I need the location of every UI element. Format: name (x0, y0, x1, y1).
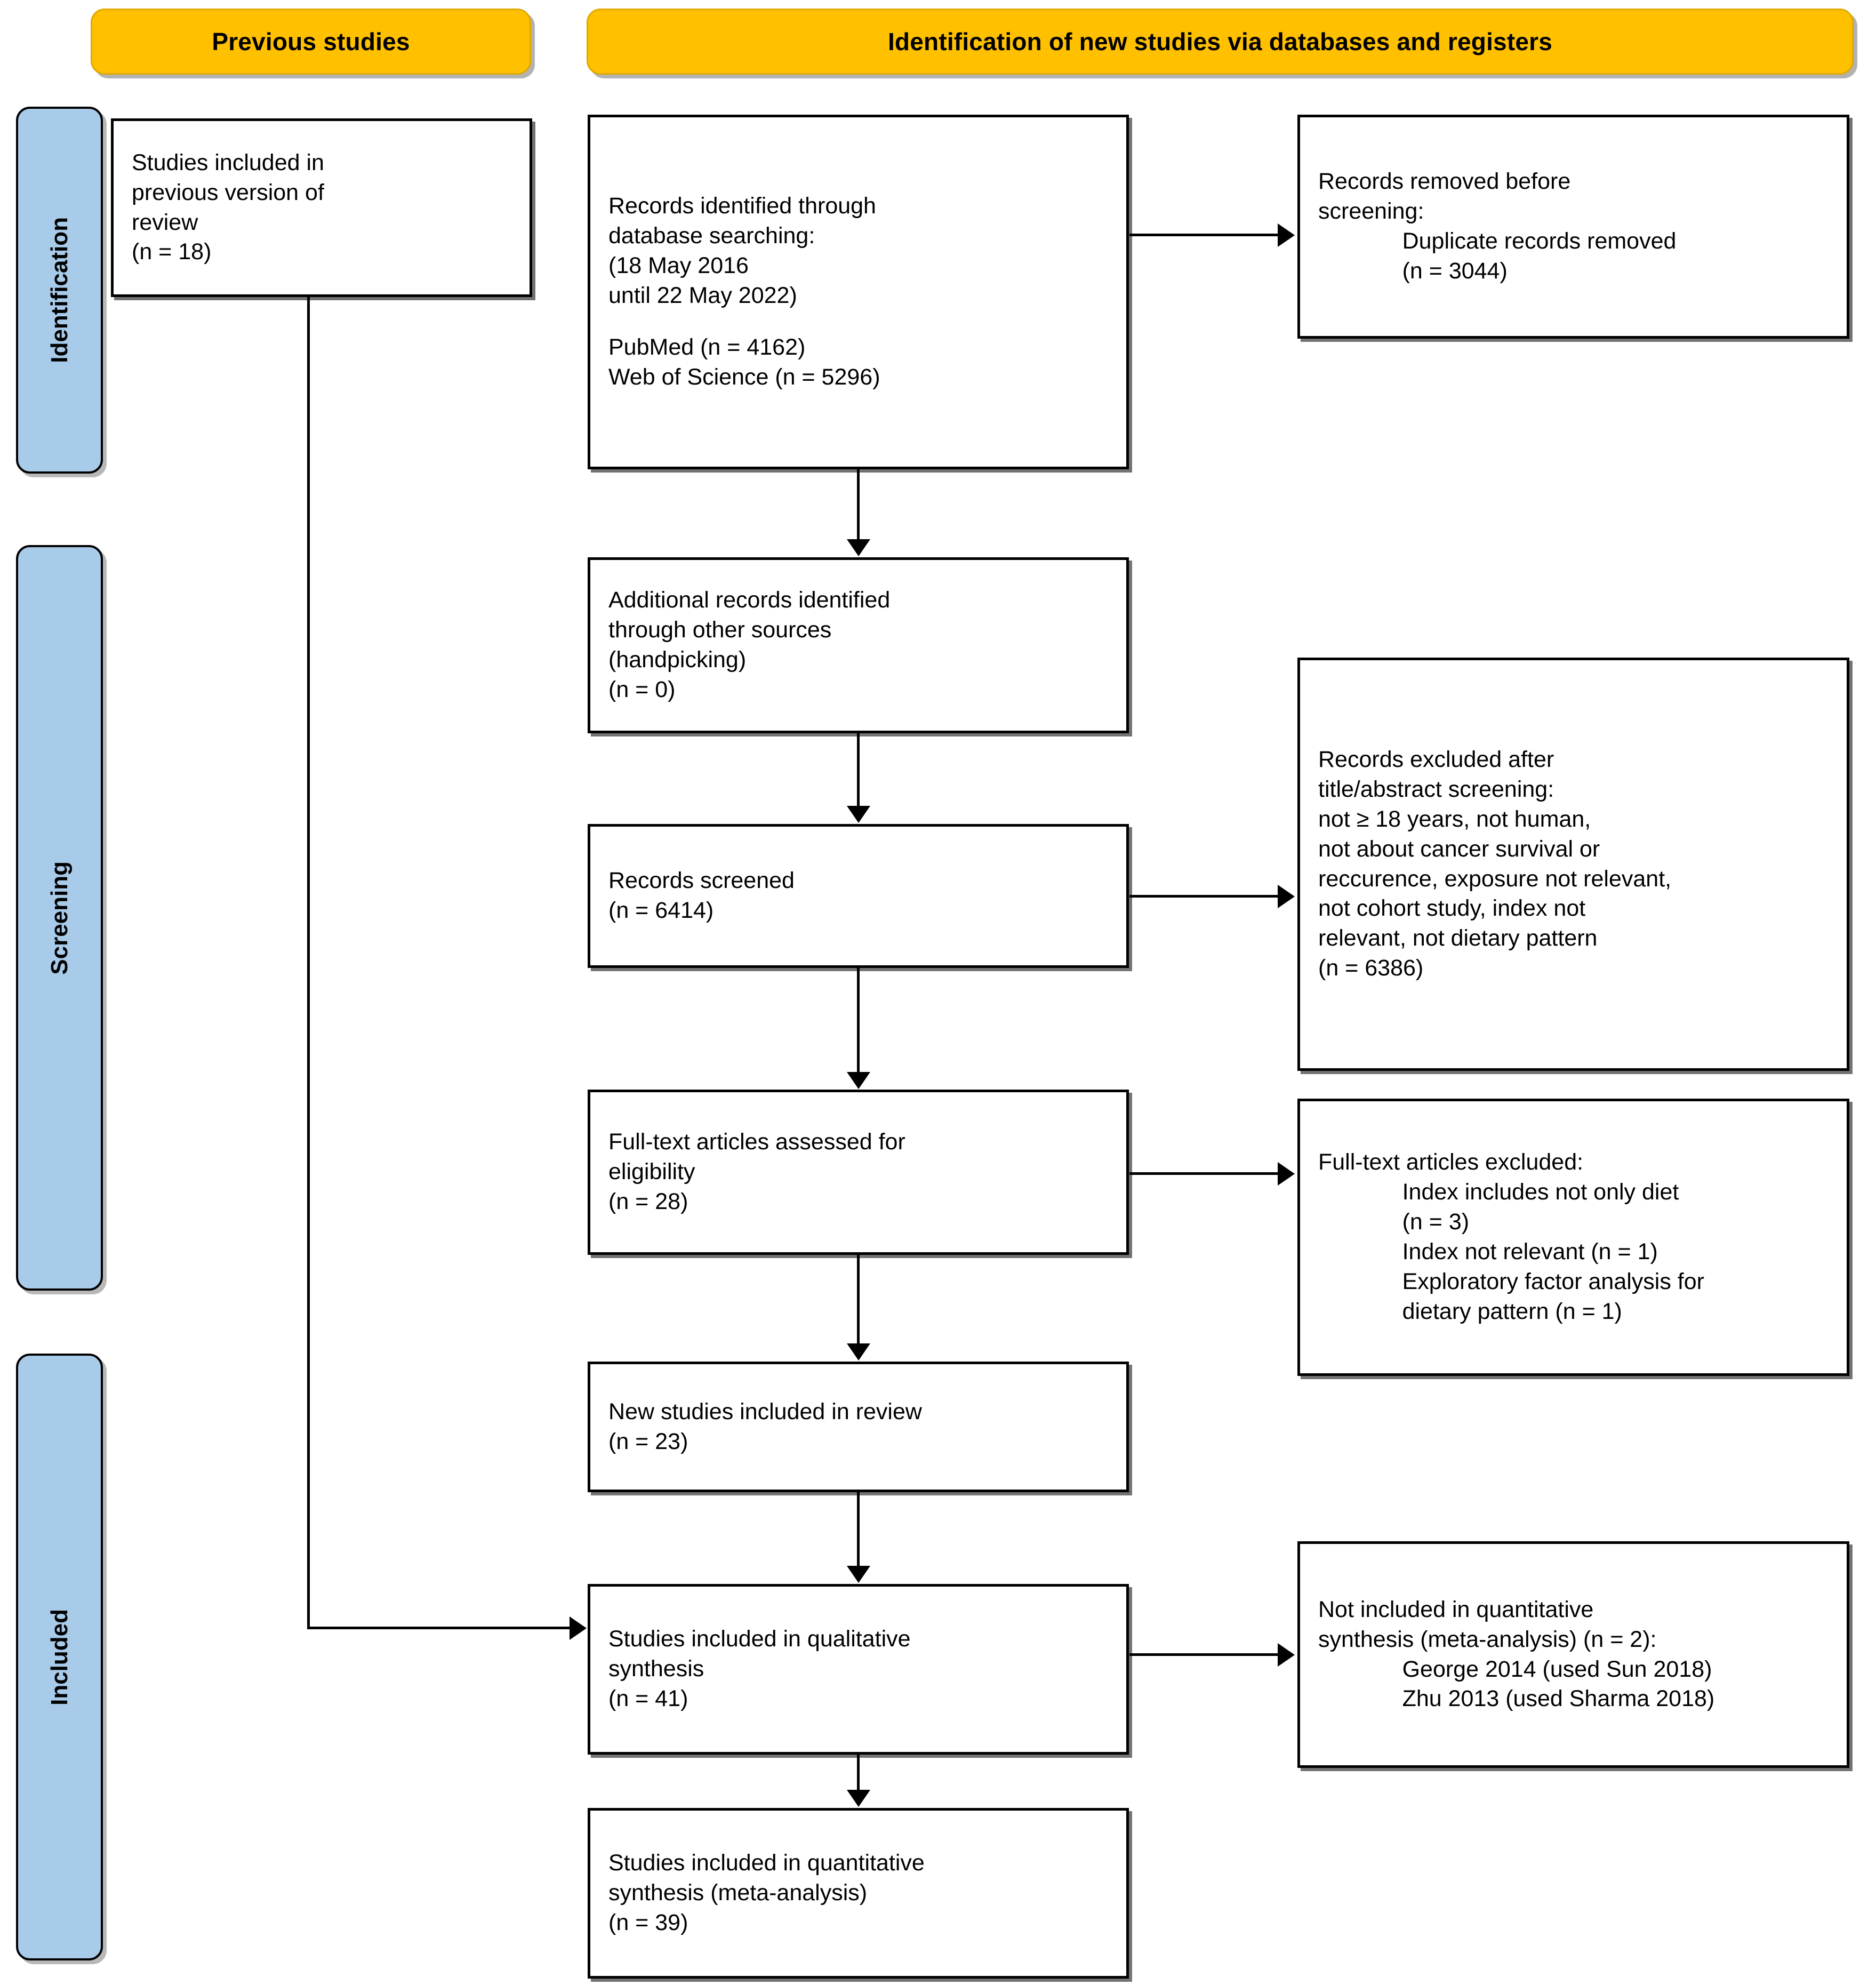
banner-previous-studies-label: Previous studies (212, 28, 410, 55)
connector-screened-to-excluded-line (1129, 895, 1279, 898)
box-fulltext-excluded-line-2: (n = 3) (1351, 1209, 1470, 1235)
box-additional-records: Additional records identified through ot… (588, 557, 1129, 733)
box-records-excluded-line-7: (n = 6386) (1318, 955, 1424, 981)
box-quantitative-synthesis-line-1: synthesis (meta-analysis) (608, 1880, 868, 1906)
box-records-removed-line-2: Duplicate records removed (1351, 228, 1677, 254)
connector-fulltext-to-excluded-line (1129, 1172, 1279, 1175)
box-fulltext-assessed-line-0: Full-text articles assessed for (608, 1129, 905, 1155)
box-new-studies-included-line-0: New studies included in review (608, 1398, 922, 1424)
box-previous-studies-line-1: previous version of (132, 179, 324, 205)
stage-bar-included: Included (16, 1354, 103, 1960)
stage-bar-identification-label: Identification (46, 217, 73, 363)
box-not-included-quantitative-line-0: Not included in quantitative (1318, 1596, 1594, 1622)
connector-screened-to-fulltext-arrowhead (847, 1072, 870, 1089)
connector-previous-to-qualitative-horizontal (307, 1627, 571, 1629)
connector-additional-to-screened-line (857, 733, 860, 807)
connector-screened-to-fulltext-line (857, 968, 860, 1074)
box-additional-records-line-1: through other sources (608, 617, 832, 643)
box-records-screened-line-0: Records screened (608, 868, 795, 894)
connector-identified-to-removed-line (1129, 234, 1279, 236)
box-previous-studies-line-2: review (132, 209, 198, 235)
connector-previous-to-qualitative-arrowhead (570, 1616, 587, 1640)
connector-identified-to-additional-arrowhead (847, 539, 870, 556)
box-qualitative-synthesis-line-2: (n = 41) (608, 1685, 688, 1711)
box-records-identified: Records identified through database sear… (588, 115, 1129, 469)
box-records-excluded-line-2: not ≥ 18 years, not human, (1318, 806, 1591, 832)
box-records-excluded: Records excluded after title/abstract sc… (1297, 658, 1849, 1071)
box-records-identified-line-2: (18 May 2016 (608, 253, 749, 279)
box-quantitative-synthesis: Studies included in quantitative synthes… (588, 1808, 1129, 1979)
box-fulltext-excluded-line-5: dietary pattern (n = 1) (1351, 1298, 1622, 1324)
box-additional-records-line-3: (n = 0) (608, 676, 676, 702)
box-records-identified-line-6: Web of Science (n = 5296) (608, 364, 880, 390)
connector-qualitative-to-notincluded-line (1129, 1653, 1279, 1656)
box-fulltext-assessed: Full-text articles assessed for eligibil… (588, 1090, 1129, 1255)
box-records-identified-spacer (608, 311, 1108, 333)
connector-newstudies-to-qualitative-arrowhead (847, 1566, 870, 1583)
box-additional-records-line-2: (handpicking) (608, 647, 747, 673)
box-qualitative-synthesis: Studies included in qualitative synthesi… (588, 1584, 1129, 1755)
box-records-identified-line-5: PubMed (n = 4162) (608, 334, 806, 360)
connector-fulltext-to-newstudies-arrowhead (847, 1343, 870, 1360)
box-quantitative-synthesis-line-2: (n = 39) (608, 1909, 688, 1935)
box-records-identified-line-0: Records identified through (608, 193, 876, 219)
box-records-screened-line-1: (n = 6414) (608, 898, 714, 923)
box-records-identified-line-1: database searching: (608, 223, 815, 249)
connector-identified-to-removed-arrowhead (1278, 223, 1295, 247)
box-not-included-quantitative-line-2: George 2014 (used Sun 2018) (1351, 1656, 1712, 1682)
connector-qualitative-to-notincluded-arrowhead (1278, 1643, 1295, 1667)
box-records-identified-line-3: until 22 May 2022) (608, 283, 797, 309)
box-not-included-quantitative-line-1: synthesis (meta-analysis) (n = 2): (1318, 1626, 1657, 1652)
stage-bar-screening: Screening (16, 545, 103, 1291)
box-records-screened: Records screened (n = 6414) (588, 824, 1129, 968)
box-records-excluded-line-0: Records excluded after (1318, 746, 1554, 772)
connector-additional-to-screened-arrowhead (847, 806, 870, 823)
connector-identified-to-additional-line (857, 469, 860, 540)
stage-bar-screening-label: Screening (46, 861, 73, 975)
box-previous-studies-line-0: Studies included in (132, 149, 324, 175)
box-records-excluded-line-3: not about cancer survival or (1318, 836, 1600, 862)
box-records-removed: Records removed before screening: Duplic… (1297, 115, 1849, 339)
box-records-removed-line-3: (n = 3044) (1351, 258, 1508, 284)
box-new-studies-included: New studies included in review (n = 23) (588, 1362, 1129, 1492)
box-fulltext-assessed-line-2: (n = 28) (608, 1188, 688, 1214)
box-previous-studies: Studies included in previous version of … (111, 118, 532, 297)
connector-qualitative-to-quantitative-line (857, 1755, 860, 1792)
connector-screened-to-excluded-arrowhead (1278, 885, 1295, 908)
connector-fulltext-to-excluded-arrowhead (1278, 1162, 1295, 1186)
box-qualitative-synthesis-line-0: Studies included in qualitative (608, 1626, 911, 1652)
box-fulltext-excluded-line-0: Full-text articles excluded: (1318, 1149, 1584, 1175)
box-previous-studies-line-3: (n = 18) (132, 239, 212, 265)
box-not-included-quantitative: Not included in quantitative synthesis (… (1297, 1541, 1849, 1768)
box-quantitative-synthesis-line-0: Studies included in quantitative (608, 1850, 925, 1876)
box-fulltext-excluded-line-4: Exploratory factor analysis for (1351, 1268, 1704, 1294)
box-not-included-quantitative-line-3: Zhu 2013 (used Sharma 2018) (1351, 1686, 1715, 1712)
box-records-excluded-line-5: not cohort study, index not (1318, 895, 1586, 922)
box-additional-records-line-0: Additional records identified (608, 587, 891, 613)
banner-new-studies-label: Identification of new studies via databa… (887, 28, 1553, 55)
box-fulltext-excluded-line-3: Index not relevant (n = 1) (1351, 1239, 1658, 1264)
stage-bar-included-label: Included (46, 1608, 73, 1706)
banner-previous-studies: Previous studies (91, 9, 531, 75)
connector-fulltext-to-newstudies-line (857, 1255, 860, 1344)
box-new-studies-included-line-1: (n = 23) (608, 1428, 688, 1454)
box-fulltext-excluded: Full-text articles excluded: Index inclu… (1297, 1099, 1849, 1376)
banner-new-studies: Identification of new studies via databa… (587, 9, 1854, 75)
box-records-removed-line-1: screening: (1318, 198, 1424, 225)
stage-bar-identification: Identification (16, 107, 103, 474)
box-qualitative-synthesis-line-1: synthesis (608, 1656, 704, 1682)
box-records-excluded-line-1: title/abstract screening: (1318, 776, 1554, 802)
box-records-removed-line-0: Records removed before (1318, 169, 1571, 195)
connector-previous-to-qualitative-vertical (307, 296, 310, 1628)
box-fulltext-excluded-line-1: Index includes not only diet (1351, 1179, 1679, 1205)
box-fulltext-assessed-line-1: eligibility (608, 1159, 695, 1185)
connector-newstudies-to-qualitative-line (857, 1492, 860, 1567)
box-records-excluded-line-6: relevant, not dietary pattern (1318, 925, 1598, 951)
box-records-excluded-line-4: reccurence, exposure not relevant, (1318, 866, 1672, 892)
connector-qualitative-to-quantitative-arrowhead (847, 1790, 870, 1807)
